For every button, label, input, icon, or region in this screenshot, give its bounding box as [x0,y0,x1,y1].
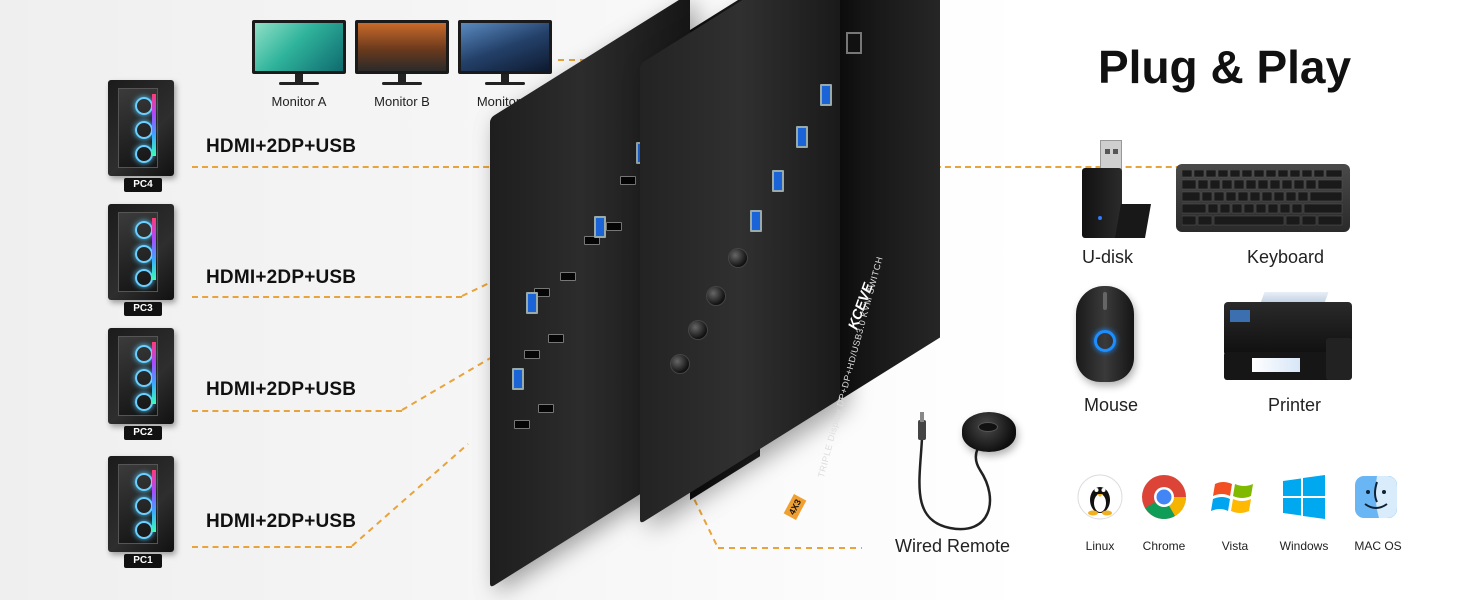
pc3-tower: PC3 [102,204,182,319]
pc2-connector [192,410,402,412]
pc2-link-label: HDMI+2DP+USB [206,379,357,400]
wired-remote-label: Wired Remote [895,536,1011,556]
pc3-connector [192,296,462,298]
vista-icon [1211,474,1257,520]
page-title: Plug & Play [1098,41,1352,93]
monitor-c: Monitor C [458,20,552,109]
udisk-label: U-disk [1082,247,1134,267]
monitor-b: Monitor B [355,20,449,109]
mouse-label: Mouse [1084,395,1139,415]
os-label-windows: Windows [1279,539,1329,553]
pc1-link-label: HDMI+2DP+USB [206,511,357,532]
os-label-linux: Linux [1085,539,1115,553]
pc1-tower: PC1 [102,456,182,571]
pc1-label: PC1 [124,554,162,568]
macos-icon [1353,474,1399,520]
pc4-label: PC4 [124,178,162,192]
switch-button-2[interactable] [706,286,726,306]
os-label-chrome: Chrome [1142,539,1186,553]
wired-remote-puck [962,412,1016,452]
pc2-tower: PC2 [102,328,182,443]
switch-button-4[interactable] [670,354,690,374]
switch-button-3[interactable] [688,320,708,340]
pc3-link-label: HDMI+2DP+USB [206,267,357,288]
monitor-a-label: Monitor A [271,94,327,109]
windows-icon [1281,474,1327,520]
os-label-vista: Vista [1221,539,1249,553]
pc4-tower: PC4 [102,80,182,195]
wired-remote-cable [918,412,993,531]
switch-button-1[interactable] [728,248,748,268]
printer-icon [1222,292,1354,382]
keyboard-icon [1176,164,1350,232]
monitor-b-label: Monitor B [374,94,430,109]
chrome-icon [1141,474,1187,520]
keyboard-label: Keyboard [1247,247,1325,267]
pc3-label: PC3 [124,302,162,316]
udisk-icon [1080,140,1151,240]
monitor-a: Monitor A [252,20,346,109]
os-label-macos: MAC OS [1354,539,1402,553]
pc4-link-label: HDMI+2DP+USB [206,136,357,157]
printer-label: Printer [1268,395,1322,415]
linux-icon [1077,474,1123,520]
mouse-icon [1076,286,1134,382]
pc1-connector [192,546,352,548]
power-switch[interactable] [846,32,862,54]
pc2-label: PC2 [124,426,162,440]
